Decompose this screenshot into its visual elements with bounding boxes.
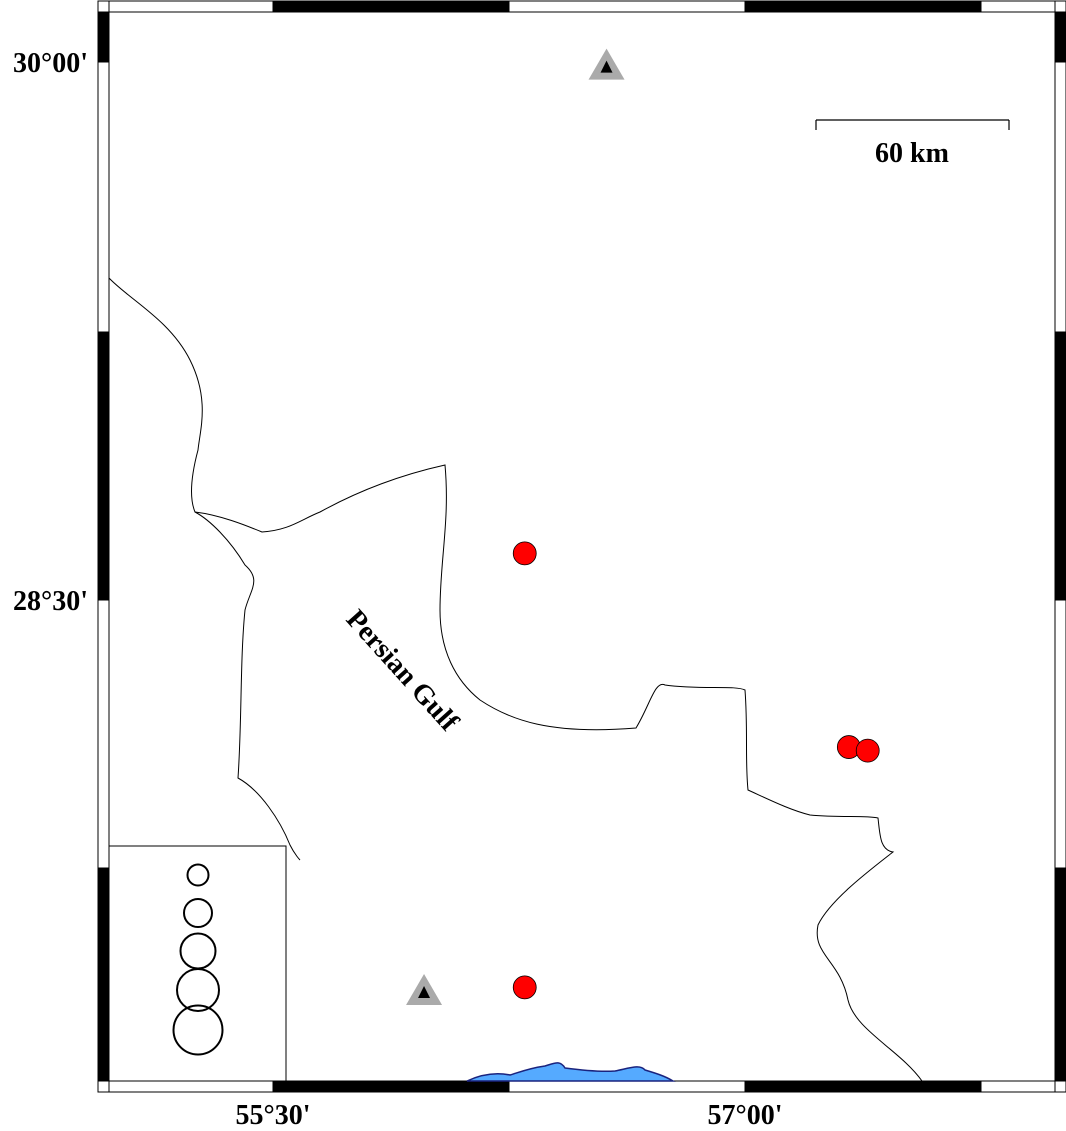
frame-segment-left <box>97 61 110 333</box>
legend-magnitude-circle <box>186 863 210 887</box>
earthquake-event <box>855 738 880 763</box>
frame-segment-right <box>1054 867 1066 1082</box>
frame-segment-top <box>980 0 1056 13</box>
magnitude-legend-box <box>108 845 287 1082</box>
frame-segment-bottom <box>108 1080 274 1093</box>
events-layer <box>512 541 880 1000</box>
frame-segment-left <box>97 599 110 869</box>
legend-magnitude-circle <box>176 968 220 1012</box>
earthquake-event <box>512 541 537 566</box>
water-body <box>466 1062 676 1082</box>
stations-layer <box>406 48 625 1005</box>
legend-magnitude-circle <box>183 898 213 928</box>
frame-segment-bottom <box>980 1080 1056 1093</box>
lat-label-30: 30°00' <box>13 48 88 79</box>
seismic-station-core <box>418 985 431 998</box>
frame-segment-top <box>272 0 510 13</box>
lon-label-57: 57°00' <box>708 1100 783 1131</box>
frame-segment-left <box>97 11 110 63</box>
frame-segment-bottom <box>508 1080 746 1093</box>
frame-segment-bottom <box>272 1080 510 1093</box>
frame-segment-right <box>1054 331 1066 601</box>
frame-segment-left <box>97 331 110 601</box>
frame-segment-top <box>508 0 746 13</box>
magnitude-legend <box>172 863 224 1056</box>
legend-magnitude-circle <box>172 1004 224 1056</box>
frame-segment-right <box>1054 61 1066 333</box>
frame-segment-left <box>97 867 110 1082</box>
frame-segment-top <box>744 0 982 13</box>
boundary-line-west <box>194 511 301 861</box>
lat-label-28-30: 28°30' <box>13 586 88 617</box>
frame-segment-top <box>108 0 274 13</box>
lon-label-55-30: 55°30' <box>236 1100 311 1131</box>
frame-segment-right <box>1054 11 1066 63</box>
frame-segment-bottom <box>744 1080 982 1093</box>
scale-bar-label: 60 km <box>875 138 949 169</box>
frame-segment-right <box>1054 599 1066 869</box>
seismic-station-core <box>600 60 613 73</box>
earthquake-event <box>512 975 537 1000</box>
